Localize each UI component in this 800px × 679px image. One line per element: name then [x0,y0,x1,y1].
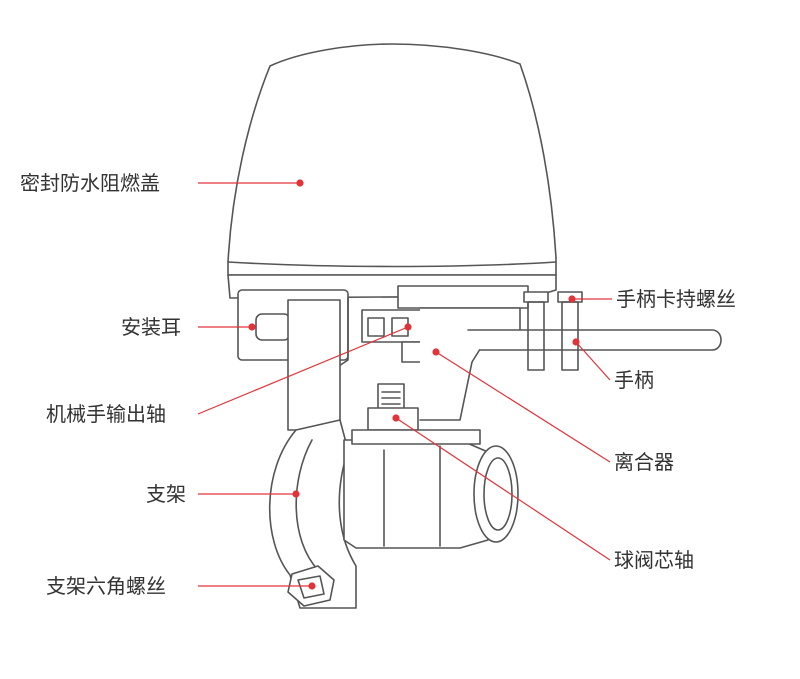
housing-right-block [397,285,529,309]
leader-clutch-dot [432,348,440,356]
label-handle-screw: 手柄卡持螺丝 [616,287,736,311]
label-handle: 手柄 [614,368,654,392]
label-output-shaft: 机械手输出轴 [46,402,166,426]
leader-clutch [435,351,611,463]
leader-cover-dot [296,179,304,187]
cover-dome [227,43,557,276]
leader-output-shaft-dot [404,323,412,331]
leader-handle [575,341,611,381]
leader-output-shaft [197,326,409,415]
bracket-clamp [268,419,357,609]
label-bracket: 支架 [146,482,186,506]
leader-handle-dot [572,338,580,346]
handle-screw-left [523,291,549,303]
leader-lines [197,179,612,590]
valve-body [343,439,489,549]
label-clutch: 离合器 [614,450,674,474]
right-arm [419,307,521,421]
mount-ear-boss [255,313,291,341]
label-ball-core-shaft: 球阀芯轴 [614,548,694,572]
cover-rim [227,261,557,268]
leader-bracket-bolt-dot [308,582,316,590]
leader-bracket-dot [292,490,300,498]
label-cover: 密封防水阻燃盖 [20,171,160,195]
leader-handle-screw-dot [568,295,576,303]
handle-bar [467,329,722,351]
leader-ball-core [395,417,611,561]
pipe-opening [473,445,519,543]
bracket-plate [287,299,341,431]
label-bracket-bolt: 支架六角螺丝 [46,574,166,598]
label-mount-ear: 安装耳 [121,315,181,339]
actuator-line-art [227,43,722,609]
leader-ball-core-dot [392,414,400,422]
leader-mount-ear-dot [248,323,256,331]
